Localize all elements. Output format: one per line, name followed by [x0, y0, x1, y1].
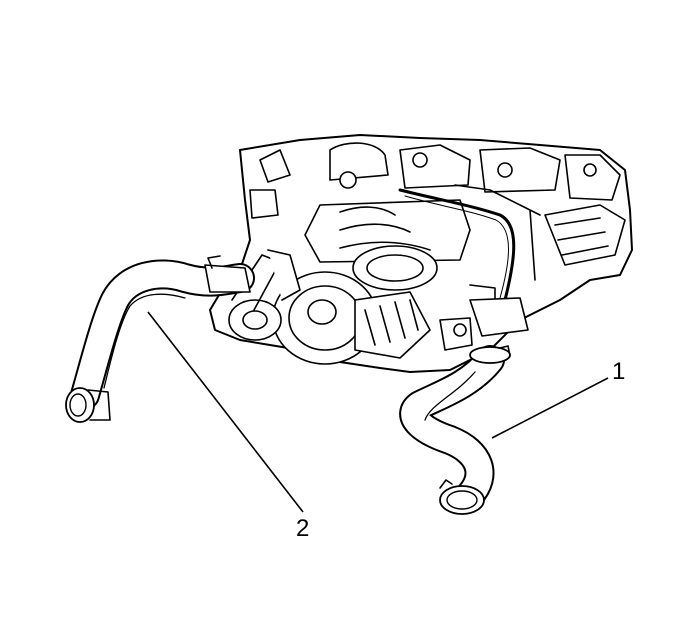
callout-label-1: 1: [612, 358, 626, 385]
leader-line-1: [491, 377, 609, 439]
engine-assembly: [209, 134, 633, 373]
callout-label-2: 2: [296, 515, 310, 542]
lower-radiator-hose: [399, 345, 511, 515]
leader-lines: [147, 311, 609, 513]
upper-radiator-hose: [65, 255, 255, 423]
leader-line-2: [147, 311, 304, 513]
